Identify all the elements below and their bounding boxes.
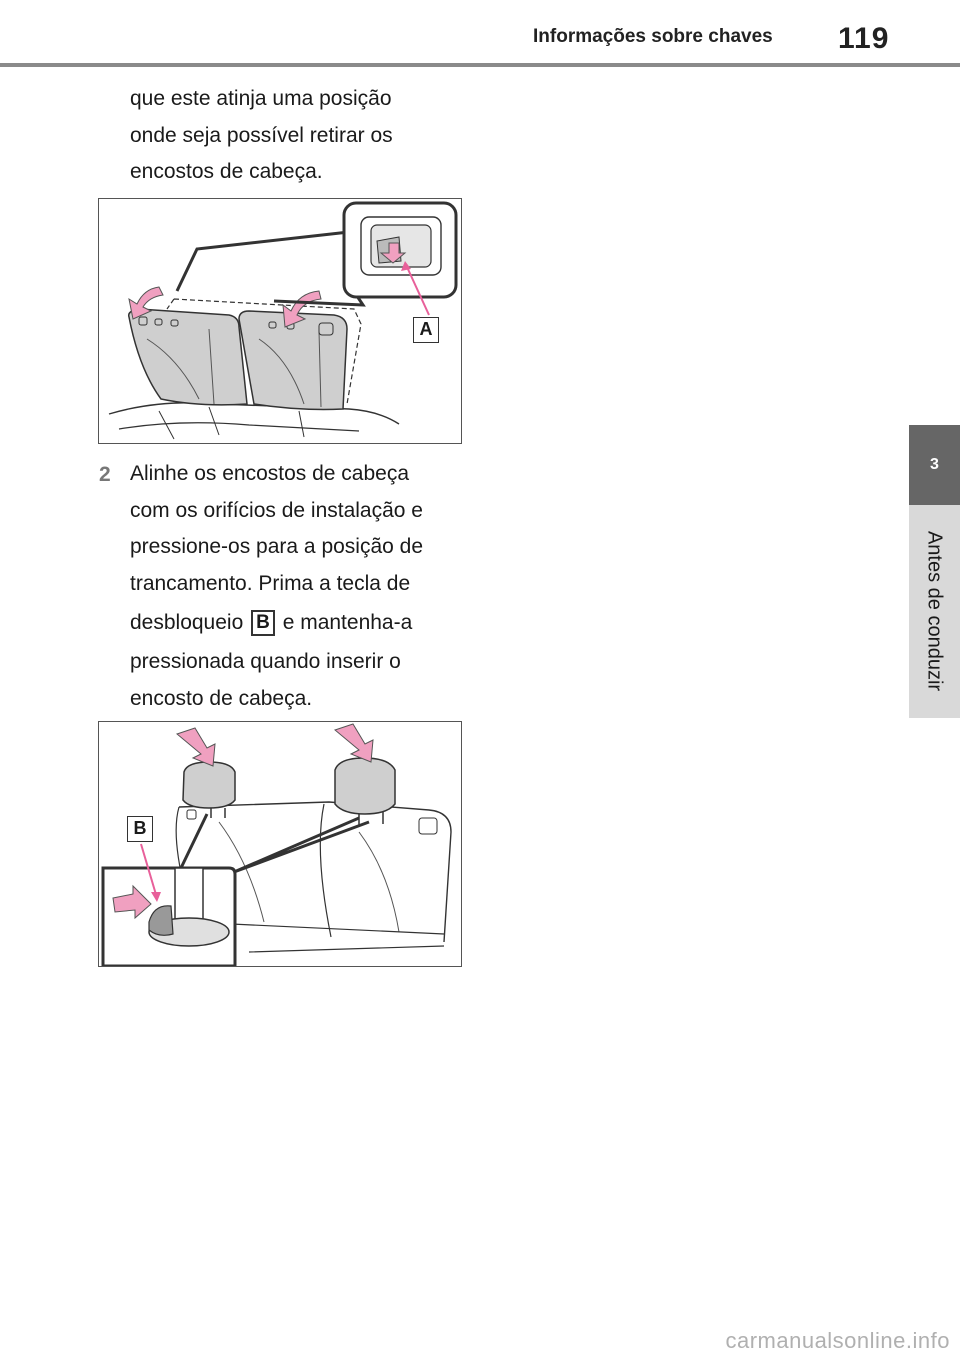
headrest-illustration xyxy=(101,723,452,966)
step-line: com os orifícios de instalação e xyxy=(130,498,423,522)
seatback-illustration xyxy=(108,201,458,440)
figure-headrest-insert: B xyxy=(98,721,462,967)
callout-label-a: A xyxy=(413,317,439,343)
intro-line: onde seja possível retirar os xyxy=(130,123,393,147)
page-number: 119 xyxy=(838,22,890,55)
step-line: pressione-os para a posição de xyxy=(130,535,424,558)
step-line-with-label: desbloqueio B e mantenha-a xyxy=(130,602,423,644)
intro-line: encostos de cabeça. xyxy=(130,160,323,183)
callout-label-b: B xyxy=(127,816,153,842)
inline-label-b: B xyxy=(251,610,275,637)
section-title: Informações sobre chaves xyxy=(533,26,773,47)
step-line: encosto de cabeça. xyxy=(130,686,313,710)
step-line: pressionada quando inserir o xyxy=(130,650,401,673)
step-2-paragraph: Alinhe os encostos de cabeça com os orif… xyxy=(130,456,423,717)
intro-paragraph: que este atinja uma posição onde seja po… xyxy=(130,81,393,191)
step-line-text: desbloqueio xyxy=(130,611,244,634)
figure-seatback-release: A xyxy=(98,198,462,444)
step-number: 2 xyxy=(99,463,111,486)
chapter-title: Antes de conduzir xyxy=(923,530,946,692)
intro-line: que este atinja uma posição xyxy=(130,87,392,110)
step-line: trancamento. Prima a tecla de xyxy=(130,571,411,595)
header-divider xyxy=(0,63,960,67)
watermark: carmanualsonline.info xyxy=(725,1328,950,1353)
chapter-number: 3 xyxy=(930,456,939,473)
chapter-strip xyxy=(909,505,960,718)
step-line-text: e mantenha-a xyxy=(282,611,413,634)
step-line: Alinhe os encostos de cabeça xyxy=(130,462,410,485)
chapter-tab[interactable]: 3 xyxy=(909,425,960,505)
